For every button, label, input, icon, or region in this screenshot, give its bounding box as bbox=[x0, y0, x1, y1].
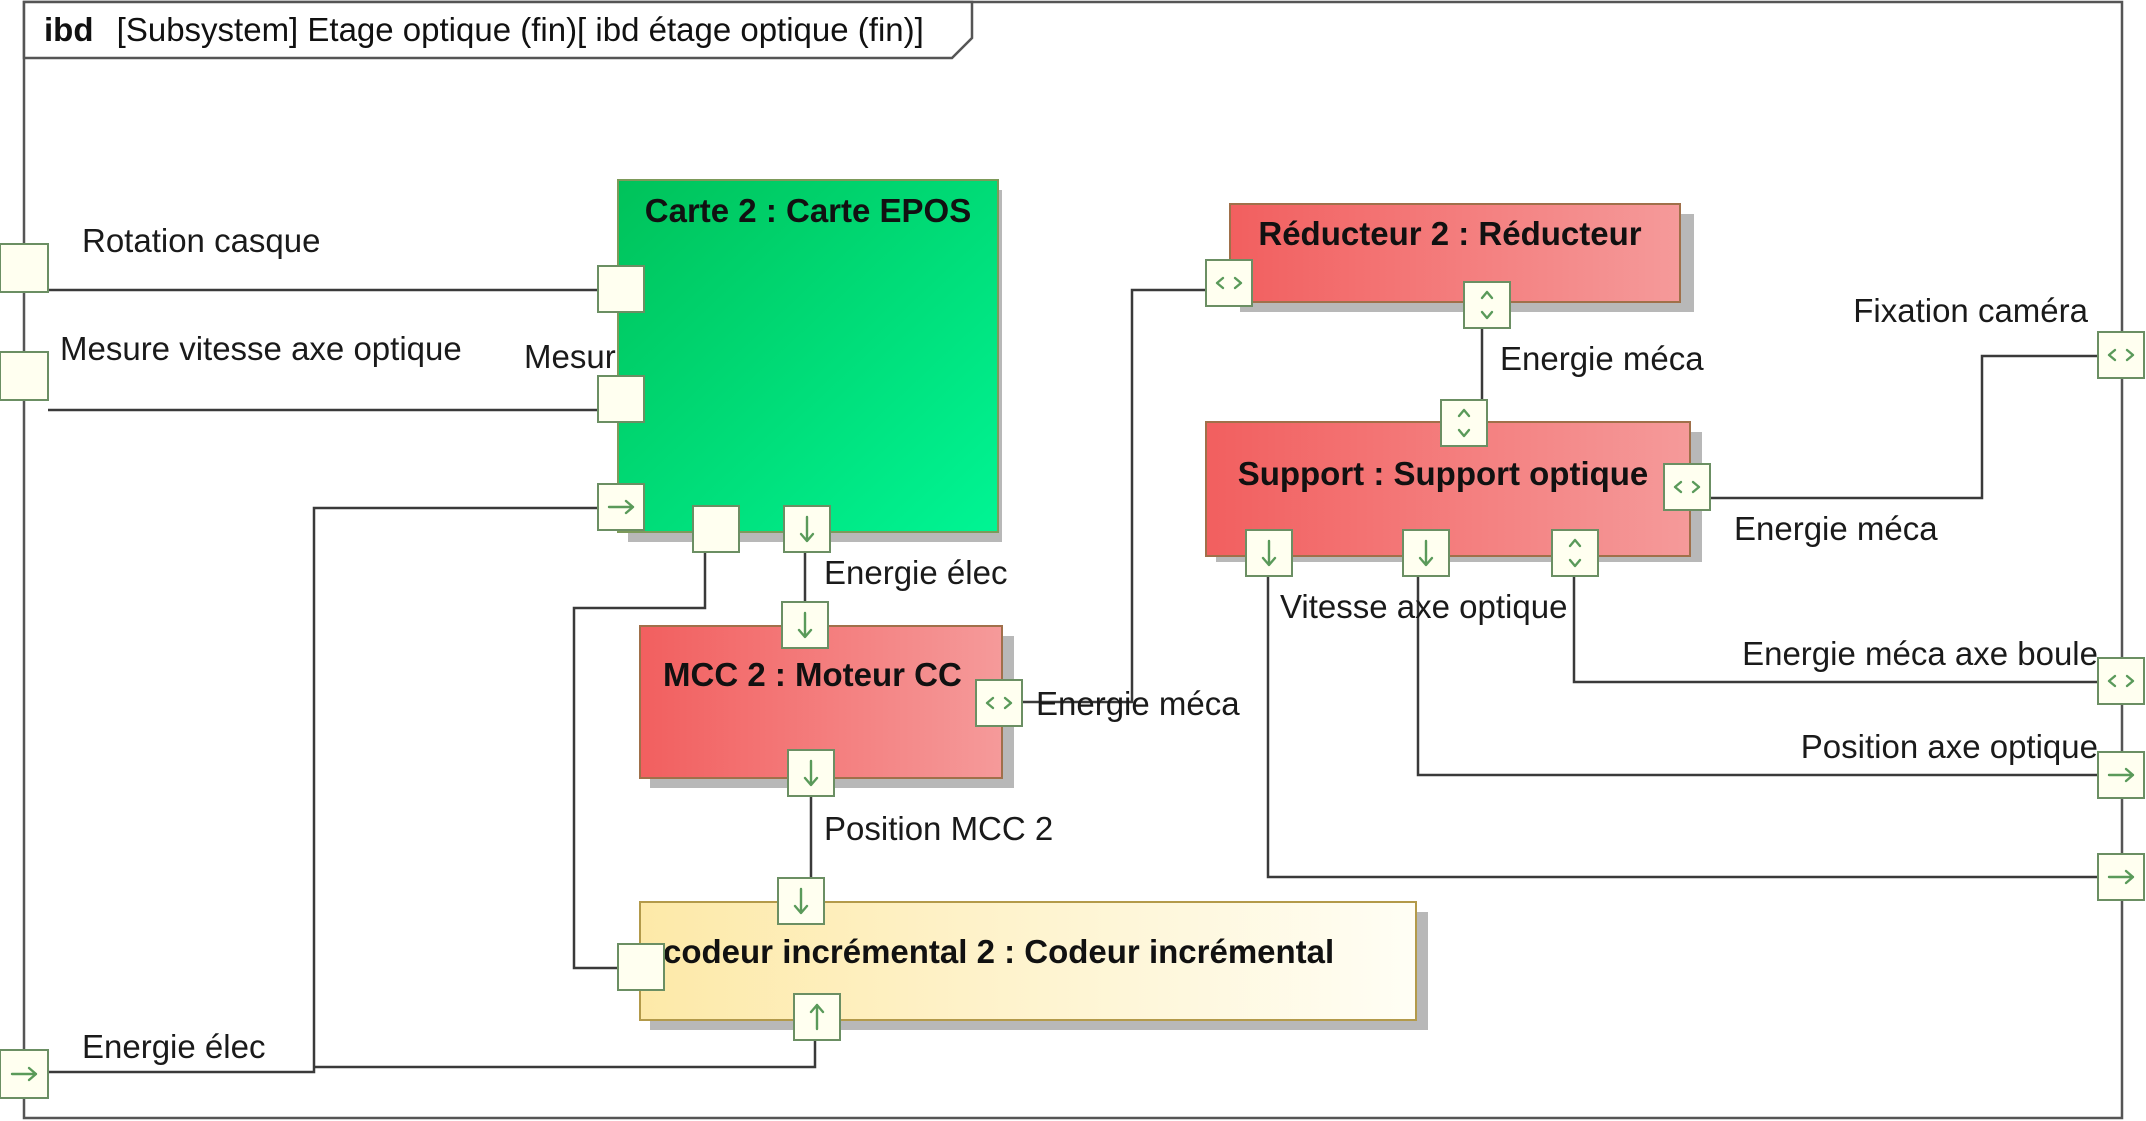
frame-port-energie-elec[interactable] bbox=[0, 1049, 49, 1099]
frame-keyword: ibd bbox=[44, 11, 93, 48]
frame-header-tab bbox=[22, 0, 974, 60]
mcc-port-position[interactable] bbox=[787, 749, 835, 797]
codeur-port-position-in[interactable] bbox=[777, 877, 825, 925]
block-carte-epos[interactable]: Carte 2 : Carte EPOS bbox=[617, 179, 1002, 542]
reducteur-port-bottom[interactable] bbox=[1463, 281, 1511, 329]
carte-port-codeur[interactable] bbox=[692, 505, 740, 553]
block-codeur-title: codeur incrémental 2 : Codeur incrémenta… bbox=[663, 933, 1334, 970]
label-vitesse-axe-optique: Vitesse axe optique bbox=[1280, 588, 1567, 625]
frame-port-position-axe[interactable] bbox=[2097, 751, 2145, 799]
carte-port-rotation[interactable] bbox=[597, 265, 645, 313]
mcc-port-energie-in[interactable] bbox=[781, 601, 829, 649]
block-reducteur-title: Réducteur 2 : Réducteur bbox=[1258, 215, 1641, 252]
frame-port-axe-boule[interactable] bbox=[2097, 657, 2145, 705]
label-rotation-casque: Rotation casque bbox=[82, 222, 321, 259]
connectors bbox=[48, 288, 2120, 1074]
block-moteur-cc[interactable]: MCC 2 : Moteur CC bbox=[639, 625, 1014, 788]
reducteur-port-left[interactable] bbox=[1205, 259, 1253, 307]
block-mcc-title: MCC 2 : Moteur CC bbox=[663, 656, 962, 693]
label-energie-elec-frame: Energie élec bbox=[82, 1028, 265, 1065]
label-mesure-vitesse: Mesure vitesse axe optique bbox=[60, 330, 462, 367]
codeur-port-carte[interactable] bbox=[617, 943, 665, 991]
frame-port-rotation-casque[interactable] bbox=[0, 243, 49, 293]
frame-port-fixation-camera[interactable] bbox=[2097, 331, 2145, 379]
support-port-position[interactable] bbox=[1402, 529, 1450, 577]
frame-title-text: [Subsystem] Etage optique (fin)[ ibd éta… bbox=[117, 11, 924, 48]
carte-port-mesure[interactable] bbox=[597, 375, 645, 423]
support-port-vitesse[interactable] bbox=[1245, 529, 1293, 577]
block-carte-title: Carte 2 : Carte EPOS bbox=[645, 192, 971, 229]
label-energie-meca-axe-boule: Energie méca axe boule bbox=[1742, 635, 2098, 672]
wire-carte-codeur bbox=[572, 552, 707, 970]
label-position-axe-optique: Position axe optique bbox=[1801, 728, 2098, 765]
block-support-optique[interactable]: Support : Support optique bbox=[1205, 421, 1702, 562]
codeur-port-energie[interactable] bbox=[793, 993, 841, 1041]
carte-port-energie-out[interactable] bbox=[783, 505, 831, 553]
frame-port-mesure-vitesse[interactable] bbox=[0, 351, 49, 401]
label-position-mcc: Position MCC 2 bbox=[824, 810, 1053, 847]
label-energie-elec-carte: Energie élec bbox=[824, 554, 1007, 591]
support-port-top[interactable] bbox=[1440, 399, 1488, 447]
wire-vitesse-axe bbox=[1266, 572, 2120, 879]
wire-position-axe bbox=[1416, 572, 2120, 777]
mcc-port-energie-meca[interactable] bbox=[975, 679, 1023, 727]
label-energie-meca-support: Energie méca bbox=[1734, 510, 1938, 547]
block-support-title: Support : Support optique bbox=[1238, 455, 1649, 492]
carte-port-energie-in[interactable] bbox=[597, 483, 645, 531]
frame-port-vitesse-axe[interactable] bbox=[2097, 853, 2145, 901]
block-codeur-incremental[interactable]: codeur incrémental 2 : Codeur incrémenta… bbox=[639, 901, 1428, 1030]
wire-energie-meca-mcc bbox=[1016, 288, 1210, 704]
label-energie-meca-mcc: Energie méca bbox=[1036, 685, 1240, 722]
label-mesur-truncated: Mesur bbox=[524, 338, 616, 375]
label-fixation-camera: Fixation caméra bbox=[1853, 292, 2088, 329]
wire-energie-elec-codeur bbox=[314, 1040, 817, 1069]
wire-axe-boule bbox=[1572, 572, 2120, 684]
wire-energie-elec bbox=[48, 506, 598, 1074]
frame-title: ibd [Subsystem] Etage optique (fin)[ ibd… bbox=[44, 11, 924, 48]
support-port-axe-boule[interactable] bbox=[1551, 529, 1599, 577]
support-port-right[interactable] bbox=[1663, 463, 1711, 511]
block-reducteur[interactable]: Réducteur 2 : Réducteur bbox=[1229, 203, 1694, 312]
wire-fixation-camera bbox=[1710, 354, 2120, 500]
label-energie-meca-reducteur: Energie méca bbox=[1500, 340, 1704, 377]
